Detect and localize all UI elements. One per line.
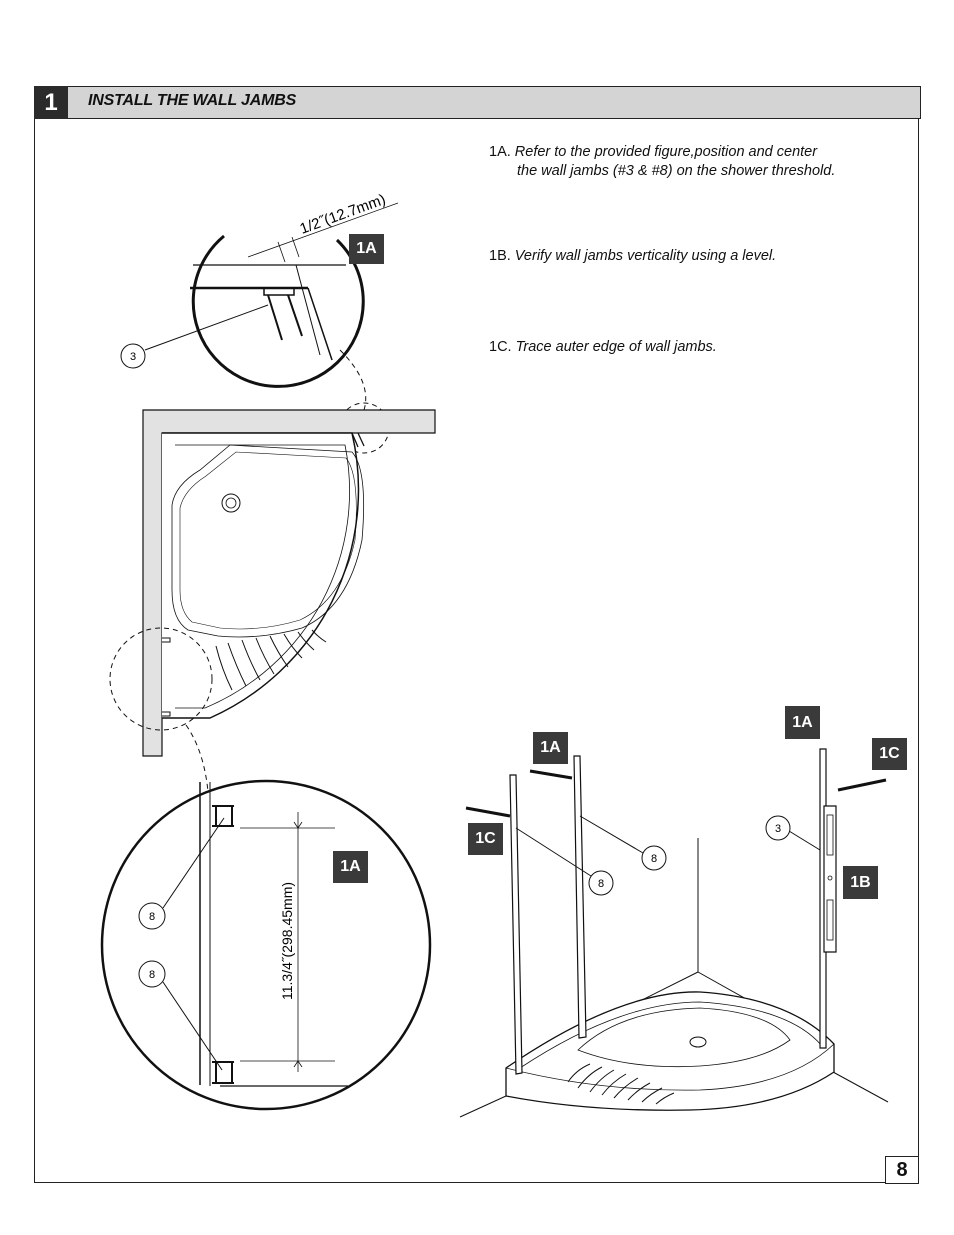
step-title: INSTALL THE WALL JAMBS — [88, 92, 297, 109]
step-number: 1 — [34, 86, 68, 119]
perspective-view — [459, 748, 889, 1118]
tag-1a-perspective-right: 1A — [785, 706, 820, 739]
dimension-bottom: 11.3/4˝(298.45mm) — [279, 882, 295, 1000]
dimension-top: 1/2˝(12.7mm) — [298, 191, 388, 238]
instruction-label: 1B. — [489, 248, 511, 264]
tag-1c-right: 1C — [872, 738, 907, 770]
instruction-text: Verify wall jambs verticality using a le… — [514, 248, 777, 264]
svg-text:8: 8 — [598, 878, 604, 890]
instruction-1c: 1C. Trace auter edge of wall jambs. — [489, 338, 717, 357]
svg-text:8: 8 — [651, 853, 657, 865]
instruction-text: Refer to the provided figure,position an… — [514, 144, 818, 160]
callout-3-perspective: 3 — [765, 815, 791, 841]
svg-text:3: 3 — [130, 351, 136, 363]
step-header — [34, 86, 921, 119]
tag-1b: 1B — [843, 866, 878, 899]
instruction-1a: 1A. Refer to the provided figure,positio… — [489, 143, 835, 181]
page-number: 8 — [885, 1156, 919, 1184]
callout-3-top: 3 — [120, 304, 269, 369]
instruction-1b: 1B. Verify wall jambs verticality using … — [489, 247, 776, 266]
svg-text:8: 8 — [149, 911, 155, 923]
bottom-detail-circle — [100, 779, 432, 1111]
tag-1a-bottom: 1A — [333, 851, 368, 883]
callout-8-lower: 8 — [138, 960, 223, 1071]
instruction-label: 1C. — [489, 339, 512, 355]
plan-view — [142, 409, 436, 757]
top-detail-circle — [190, 202, 399, 388]
instruction-text: Trace auter edge of wall jambs. — [515, 339, 717, 355]
tag-1c-left: 1C — [468, 823, 503, 855]
instruction-text-continued: the wall jambs (#3 & #8) on the shower t… — [517, 163, 836, 179]
callout-8-perspective-b: 8 — [641, 845, 667, 871]
tag-1a-perspective-left: 1A — [533, 732, 568, 764]
callout-8-perspective-a: 8 — [588, 870, 614, 896]
svg-text:3: 3 — [775, 823, 781, 835]
instruction-label: 1A. — [489, 144, 511, 160]
svg-text:8: 8 — [149, 969, 155, 981]
callout-8-upper: 8 — [138, 817, 225, 930]
tag-1a-top: 1A — [349, 234, 384, 264]
